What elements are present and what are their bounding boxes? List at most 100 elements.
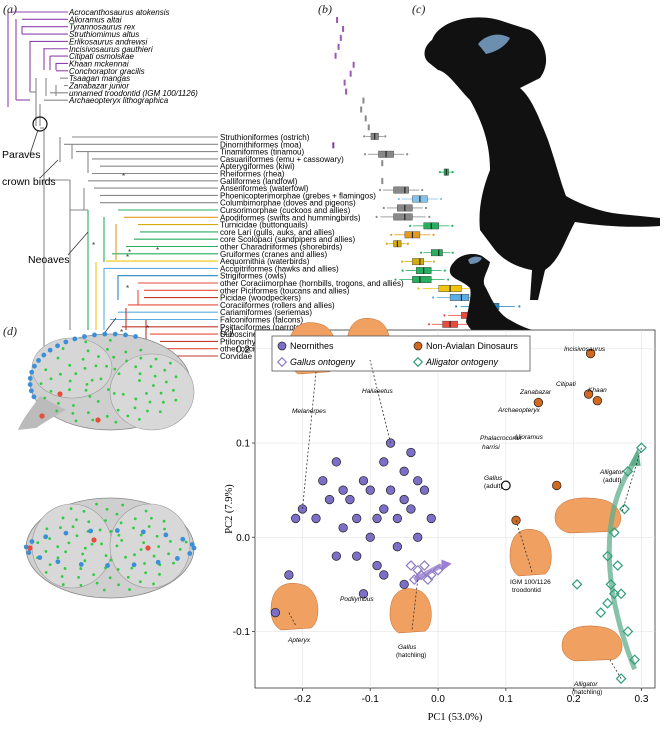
landmark-dot [36,541,40,545]
asterisk-marker: * [92,241,95,250]
dinosaur-point [585,348,596,359]
landmark-dot [112,355,116,359]
neornithes-point [399,466,409,476]
landmark-dot [48,563,52,567]
legend-label-neornithes: Neornithes [290,341,334,351]
landmark-dot [85,383,89,386]
landmark-dot [23,544,29,550]
point-annotation: Zanabazar [519,389,552,396]
box-outlier [382,206,385,210]
landmark-dot [49,389,53,393]
point-annotation: (hatchling) [572,689,602,696]
landmark-dot [48,537,52,540]
neornithes-point [379,504,389,514]
alligator-point [602,597,613,609]
landmark-dot [106,348,109,351]
box-outlier [394,278,397,281]
landmark-dot [172,561,175,565]
landmark-dot [55,409,59,413]
landmark-dot [87,520,91,524]
neornithes-point [419,485,430,495]
box-outlier [397,197,400,201]
landmark-dot [71,525,75,529]
landmark-dot [155,559,161,565]
landmark-dot [95,581,99,585]
alligator-ontogeny-arrow [606,460,637,671]
point-annotation: harrisi [482,444,500,451]
neornithes-point [365,532,375,542]
landmark-dot [145,409,149,413]
landmark-dot [169,361,172,365]
landmark-dot [134,365,138,369]
neornithes-point [372,560,382,571]
x-tick-label-e: -0.1 [362,694,380,705]
clade-label-crown-birds: crown birds [2,176,56,188]
landmark-dot [138,379,141,382]
panel-label-c: (c) [412,2,426,16]
skull-render-apteryx [270,583,319,631]
alligator-point [619,503,630,515]
landmark-dot [82,509,86,513]
dinosaur-point [533,397,544,408]
tree-tip-label-bird: Apodiformes (swifts and hummingbirds) [220,213,361,222]
landmark-dot [120,538,124,542]
legend-marker-dinosaurs [413,341,423,351]
x-tick-label-e: 0.0 [431,694,445,705]
tree-tip-label-bird: Anseriformes (waterfowl) [220,184,309,193]
landmark-dot [83,366,87,370]
clade-pointer [39,159,59,179]
landmark-dot [121,503,125,507]
tree-tip-label-bird: Gruiformes (cranes and allies) [220,250,327,259]
landmark-dot [139,548,143,551]
landmark-dot [56,356,60,360]
skull-render-gallus-hatchling [389,588,432,634]
landmark-dot [63,567,67,570]
landmark-dot [63,530,69,536]
box-outlier [406,153,409,156]
landmark-dot [148,400,152,404]
landmark-dot [116,568,120,571]
landmark-dot [144,509,148,513]
neornithes-point [338,485,348,495]
point-annotation: Gallus [484,475,503,482]
x-tick-label-e: -0.2 [294,694,312,705]
landmark-dot [144,571,148,575]
landmark-dot [92,573,96,577]
landmark-dot [92,332,97,338]
neornithes-point [352,551,362,561]
y-tick-label-e: 0.2 [236,344,250,355]
landmark-dot [88,394,92,398]
arrow-head [628,447,641,466]
tree-tip-label-dinosaur: Tsaagan mangas [69,74,130,83]
landmark-dot [174,398,178,402]
landmark-dot [116,408,120,412]
landmark-dot [119,521,123,525]
landmark-dot [163,527,166,531]
landmark-dot [79,584,83,587]
neornithes-point [413,532,423,542]
box-outlier [424,206,428,210]
neornithes-point [318,476,328,486]
gallus-point [408,574,420,586]
landmark-dot [44,550,48,553]
landmark-dot [153,374,157,378]
tree-tip-label-dinosaur: Zanabazar junior [68,82,129,91]
landmark-dot [102,588,106,592]
gallus-point [432,564,444,576]
landmark-dot [138,580,142,584]
tree-tip-label-bird: Tinamiformes (tinamou) [220,148,305,157]
neornithes-point [413,476,423,486]
point-annotation: (adult) [484,483,502,490]
landmark-dot [26,550,32,555]
landmark-dot [123,332,128,338]
landmark-dot [150,516,153,520]
landmark-dot [133,517,137,521]
landmark-dot [27,382,33,387]
landmark-dot [124,350,128,354]
landmark-dot [99,377,103,381]
landmark-dot [86,349,90,353]
landmark-dot [81,357,85,361]
landmark-dot [61,347,65,350]
tree-tip-label-bird: core Scolopaci (sandpipers and allies) [220,235,356,244]
box-outlier [428,215,431,218]
